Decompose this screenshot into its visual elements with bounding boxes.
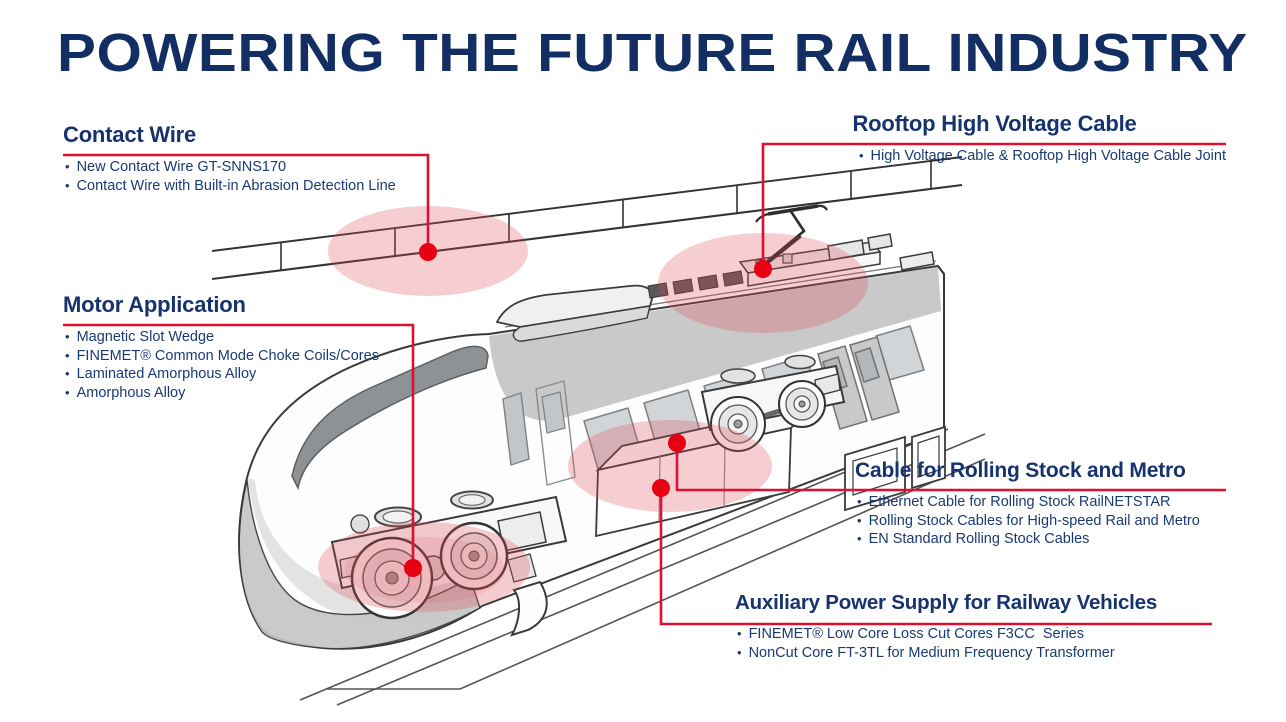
- bullet-item: Magnetic Slot Wedge: [63, 328, 379, 347]
- rooftop-lead: [761, 142, 1226, 269]
- cab-window: [502, 392, 530, 466]
- callout-rooftop-cable: Rooftop High Voltage Cable High Voltage …: [763, 111, 1226, 166]
- windshield: [291, 345, 489, 491]
- motor-lead: [63, 323, 415, 568]
- highlight-rooftop: [658, 233, 868, 333]
- bullet-item: New Contact Wire GT-SNNS170: [63, 158, 396, 177]
- rooftop-marker-dot: [754, 260, 772, 278]
- rear-bogie: [700, 354, 846, 452]
- contact-wire-list: New Contact Wire GT-SNNS170 Contact Wire…: [63, 158, 396, 195]
- contact-wire-marker-dot: [419, 243, 437, 261]
- bullet-item: Laminated Amorphous Alloy: [63, 365, 379, 384]
- callout-motor-application: Motor Application Magnetic Slot Wedge FI…: [63, 292, 379, 402]
- bullet-item: Contact Wire with Built-in Abrasion Dete…: [63, 177, 396, 196]
- roof-hvac-pod: [495, 284, 654, 342]
- rooftop-cable-list: High Voltage Cable & Rooftop High Voltag…: [763, 147, 1226, 166]
- auxiliary-power-list: FINEMET® Low Core Loss Cut Cores F3CC Se…: [735, 625, 1225, 662]
- cable-rolling-stock-list: Ethernet Cable for Rolling Stock RailNET…: [855, 493, 1235, 549]
- roof-band: [489, 267, 941, 421]
- bullet-item: FINEMET® Low Core Loss Cut Cores F3CC Se…: [735, 625, 1225, 644]
- cable-rolling-stock-heading: Cable for Rolling Stock and Metro: [855, 459, 1186, 482]
- annotation-leads: [63, 142, 1226, 626]
- bullet-item: Amorphous Alloy: [63, 384, 379, 403]
- nose-shading: [248, 478, 478, 622]
- auxiliary-power-marker-dot: [652, 479, 670, 497]
- auxiliary-power-lead: [659, 488, 1212, 626]
- bullet-item: Ethernet Cable for Rolling Stock RailNET…: [855, 493, 1235, 512]
- highlight-front-bogie-inner: [345, 537, 505, 603]
- motor-marker-dot: [404, 559, 422, 577]
- cable-rolling-stock-marker-dot: [668, 434, 686, 452]
- callout-cable-rolling-stock: Cable for Rolling Stock and Metro Ethern…: [855, 459, 1235, 549]
- highlight-cabin-cable: [568, 420, 772, 512]
- contact-wire-heading: Contact Wire: [63, 122, 197, 147]
- bullet-item: Rolling Stock Cables for High-speed Rail…: [855, 512, 1235, 531]
- callout-contact-wire: Contact Wire New Contact Wire GT-SNNS170…: [63, 122, 396, 195]
- motor-application-list: Magnetic Slot Wedge FINEMET® Common Mode…: [63, 328, 379, 402]
- roof-vents: [647, 270, 744, 299]
- contact-wire-lead: [63, 153, 430, 252]
- auxiliary-power-heading: Auxiliary Power Supply for Railway Vehic…: [735, 591, 1158, 614]
- cab-door: [535, 380, 576, 486]
- page-title: POWERING THE FUTURE RAIL INDUSTRY: [57, 23, 1248, 83]
- rooftop-cable-heading: Rooftop High Voltage Cable: [852, 111, 1137, 136]
- highlight-front-bogie: [318, 522, 530, 612]
- bullet-item: NonCut Core FT-3TL for Medium Frequency …: [735, 644, 1225, 663]
- motor-application-heading: Motor Application: [63, 292, 246, 317]
- bullet-item: FINEMET® Common Mode Choke Coils/Cores: [63, 347, 379, 366]
- callout-auxiliary-power: Auxiliary Power Supply for Railway Vehic…: [735, 591, 1225, 662]
- cable-rolling-stock-lead: [675, 443, 1226, 492]
- bullet-item: EN Standard Rolling Stock Cables: [855, 530, 1235, 549]
- catenary-wires: [211, 156, 963, 281]
- bullet-item: High Voltage Cable & Rooftop High Voltag…: [763, 147, 1226, 166]
- roof-equipment: [738, 233, 935, 287]
